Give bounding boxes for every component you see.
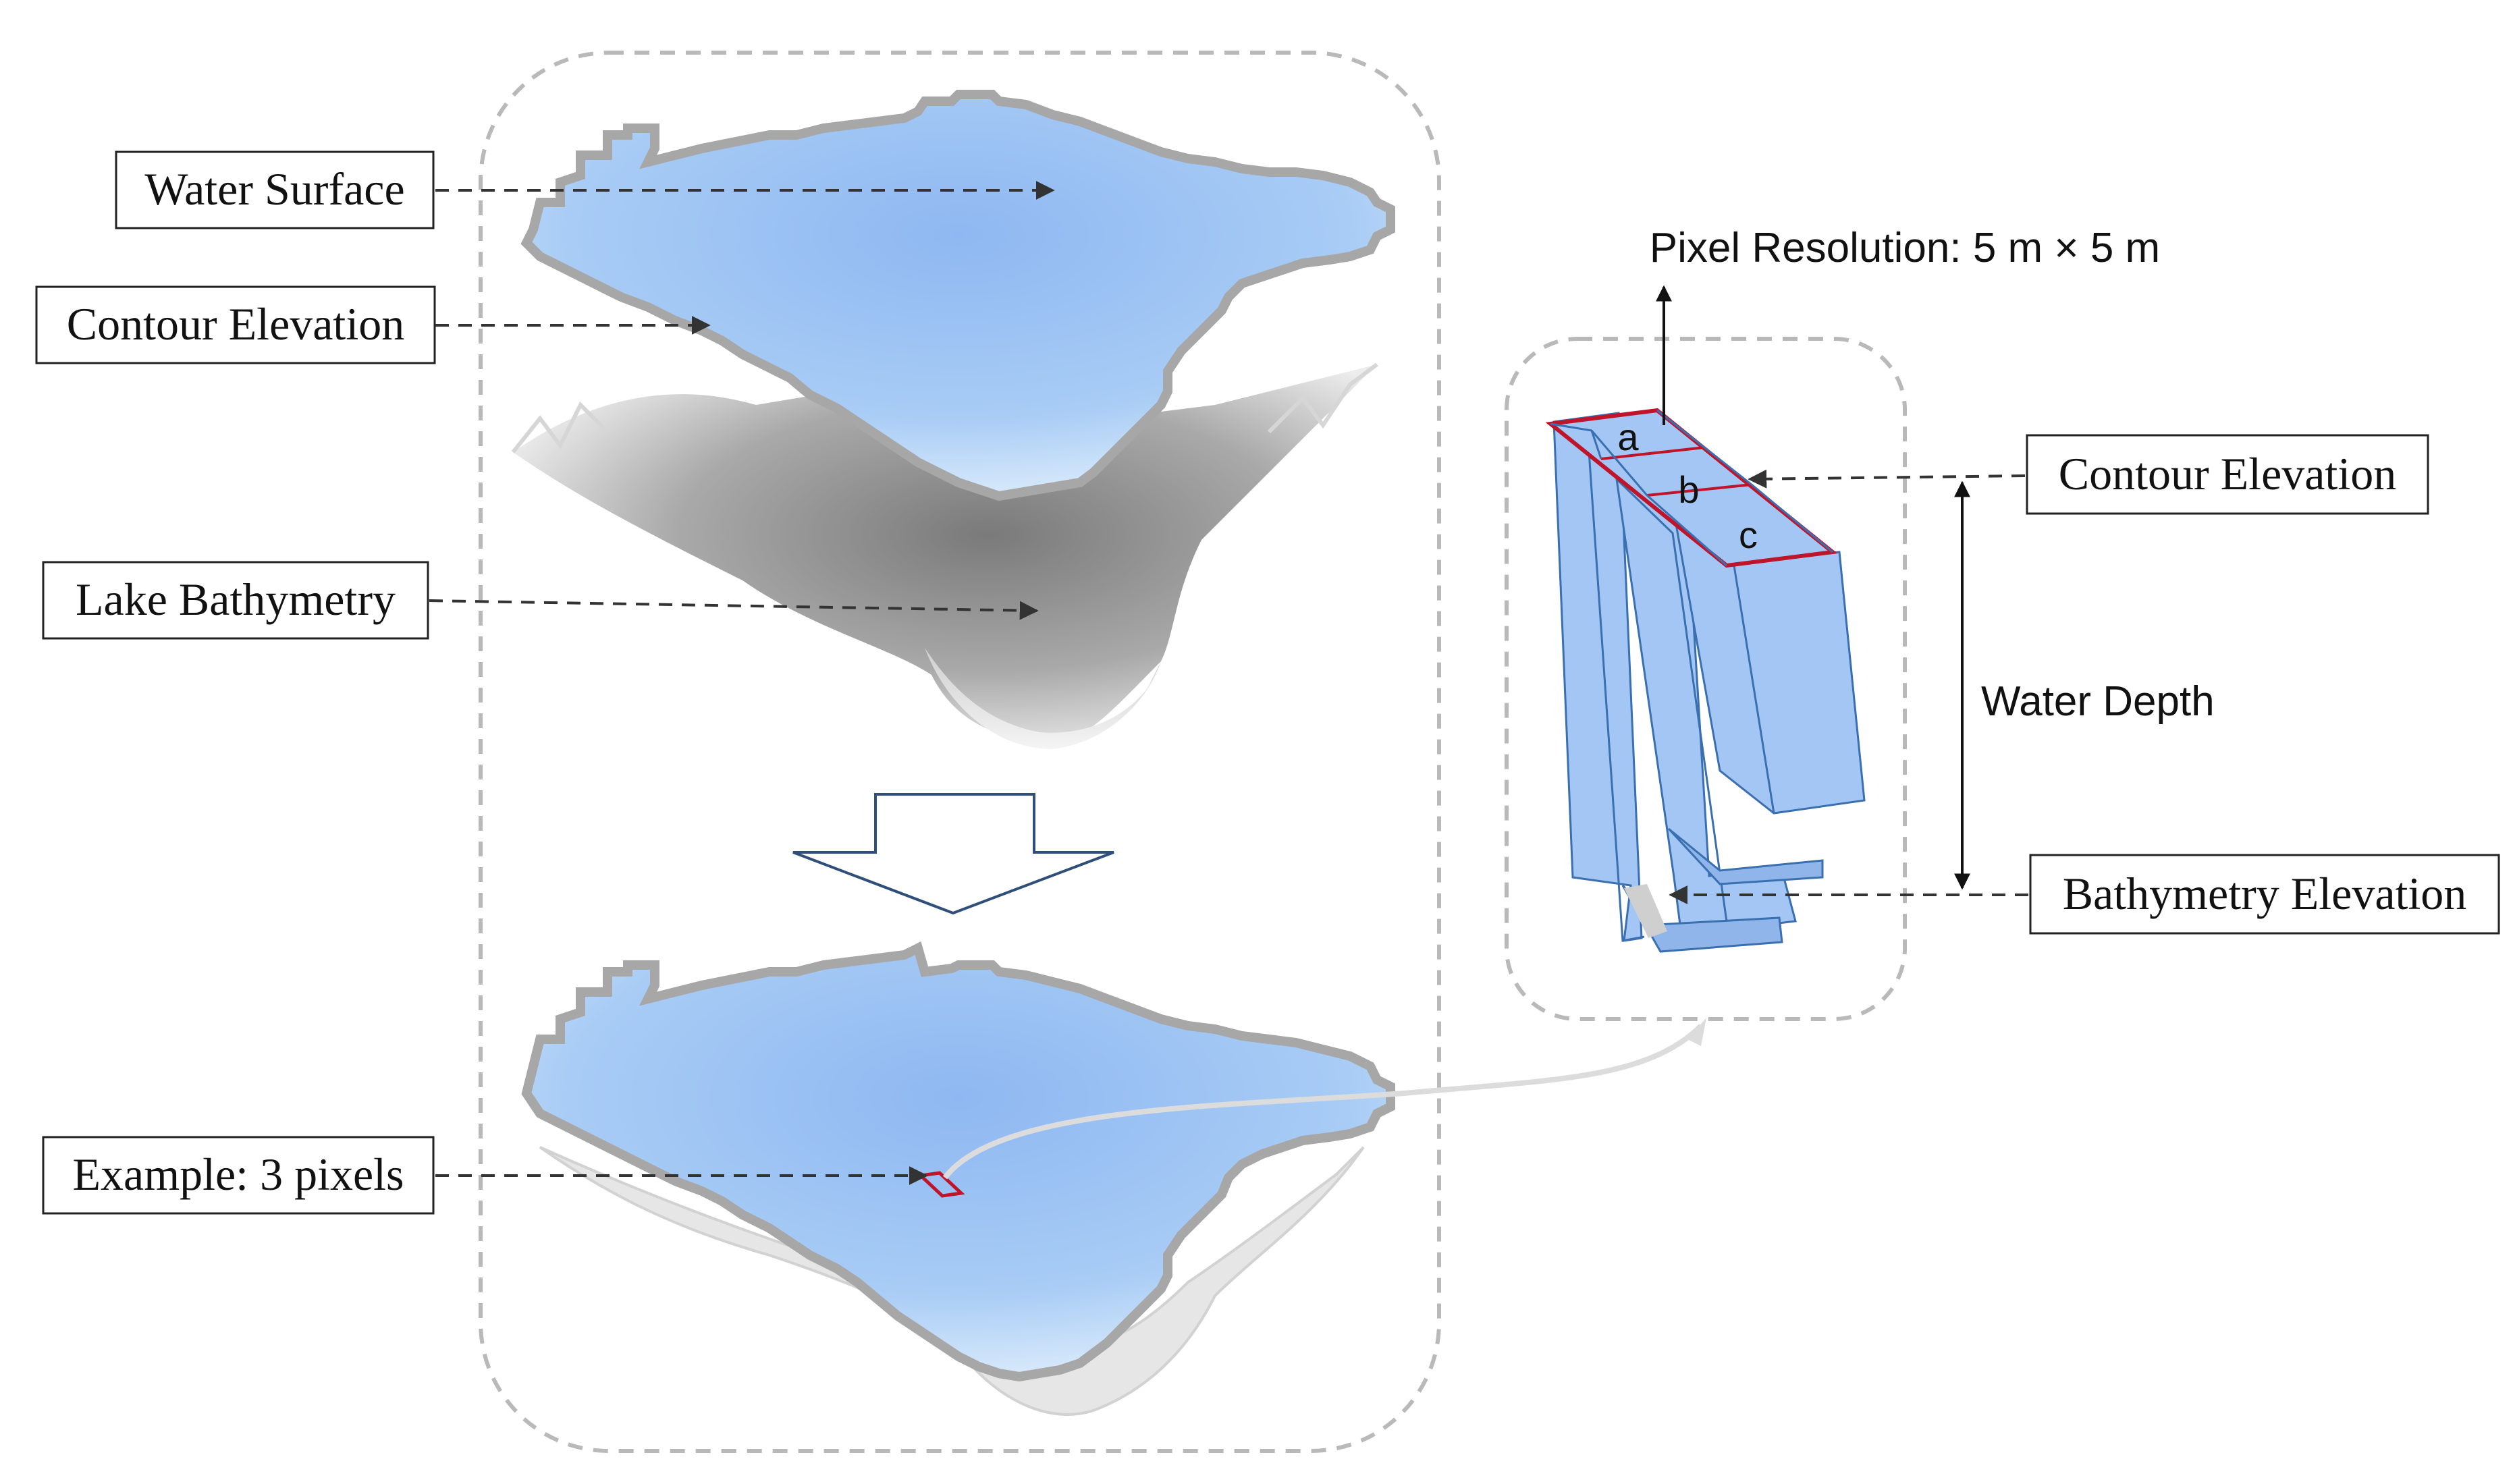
leader-contour-elevation-right	[1748, 469, 2026, 489]
transition-arrow	[792, 793, 1114, 915]
label-lake-bathymetry-text: Lake Bathymetry	[76, 574, 396, 625]
right-panel-border	[1505, 337, 1907, 1021]
label-lake-bathymetry: Lake Bathymetry	[42, 561, 429, 640]
left-panel-border	[479, 51, 1441, 1453]
label-example-pixels-text: Example: 3 pixels	[72, 1149, 404, 1200]
water-depth-text: Water Depth	[1981, 678, 2215, 725]
label-water-surface-text: Water Surface	[144, 163, 404, 215]
label-contour-elevation-right-text: Contour Elevation	[2059, 448, 2396, 499]
label-contour-elevation-left-text: Contour Elevation	[67, 298, 404, 350]
label-bathymetry-elevation-text: Bathymetry Elevation	[2063, 868, 2467, 919]
label-contour-elevation-left: Contour Elevation	[35, 285, 436, 364]
label-bathymetry-elevation: Bathymetry Elevation	[2029, 854, 2500, 935]
column-b-lower-face	[1667, 827, 1824, 885]
water-surface-top	[520, 90, 1395, 501]
cell-label-a: a	[1617, 416, 1639, 458]
cell-label-b: b	[1678, 468, 1699, 511]
label-water-surface: Water Surface	[115, 150, 435, 229]
lake-bathymetry-surface	[511, 362, 1378, 749]
label-example-pixels: Example: 3 pixels	[42, 1136, 435, 1215]
bathymetry-bottom-patch	[1624, 884, 1667, 938]
zoom-connector-curve	[942, 1024, 1703, 1180]
pixel-column-stack: a b c	[1545, 408, 1866, 953]
label-contour-elevation-right: Contour Elevation	[2026, 434, 2429, 515]
zoom-connector-arrowhead	[1687, 1018, 1706, 1046]
pixel-resolution-text: Pixel Resolution: 5 m × 5 m	[1650, 225, 2160, 271]
cell-label-c: c	[1739, 514, 1758, 556]
example-pixel-marker	[917, 1171, 965, 1198]
leader-lake-bathymetry	[429, 599, 1039, 620]
